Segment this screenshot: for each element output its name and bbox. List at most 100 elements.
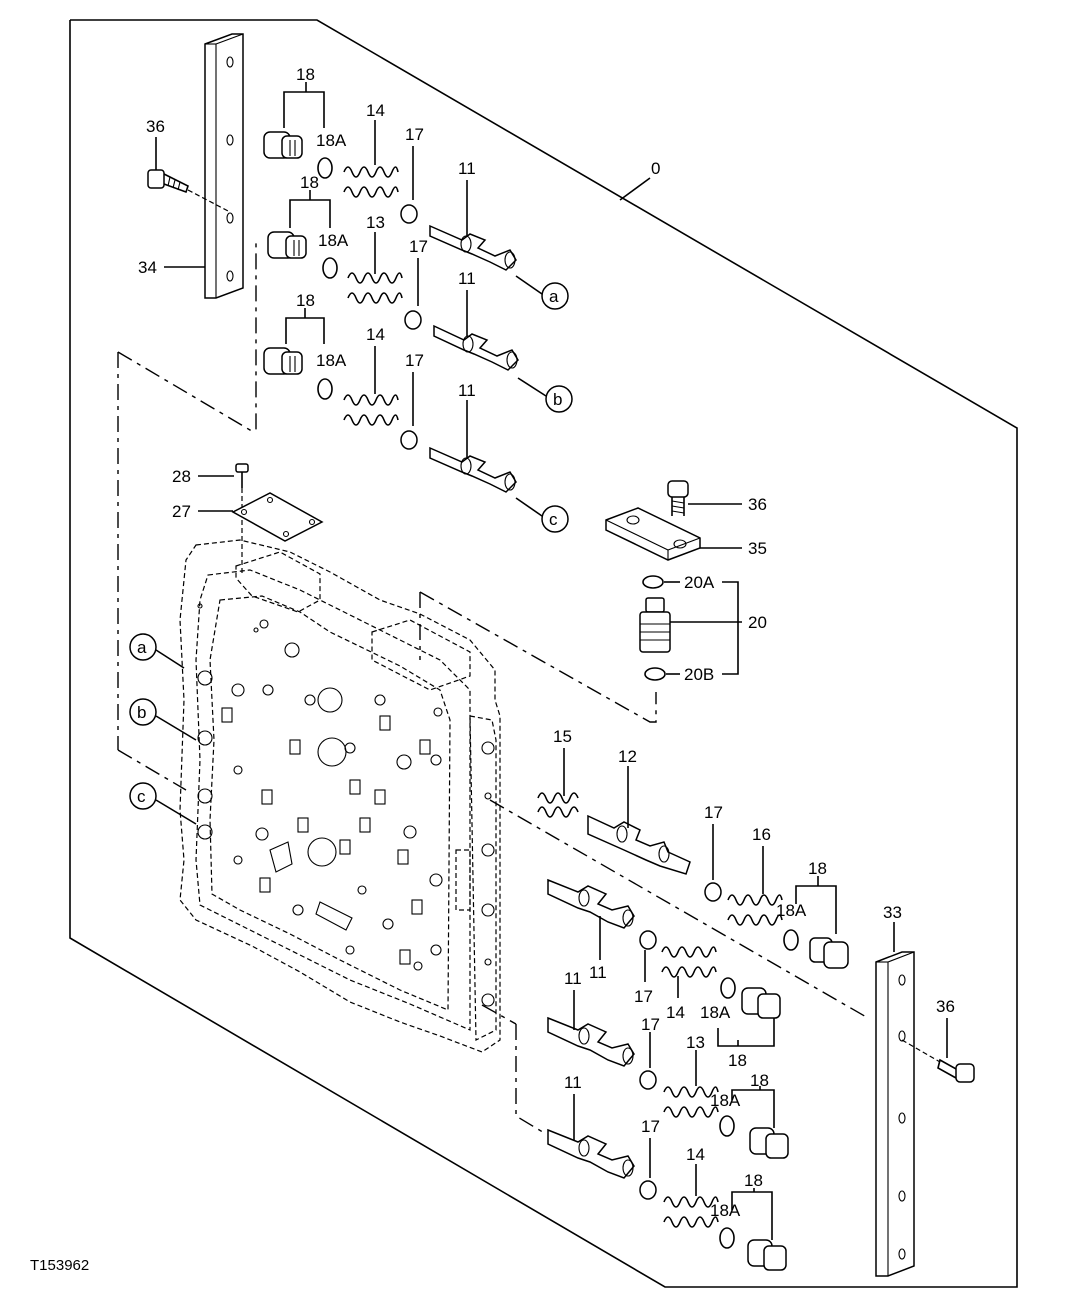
ring-17-d <box>704 882 722 902</box>
label-13-f: 13 <box>686 1033 705 1052</box>
callout-a-top <box>541 282 569 310</box>
spring-15 <box>537 792 579 818</box>
spool-11-g <box>547 1128 635 1179</box>
spool-11-f <box>547 1016 635 1067</box>
label-18-a: 18 <box>296 65 315 84</box>
spool-11-e <box>547 878 635 929</box>
label-11-c: 11 <box>458 381 476 400</box>
callout-c-left-label: c <box>137 787 146 806</box>
callout-c-top <box>541 505 569 533</box>
label-18-f: 18 <box>750 1071 769 1090</box>
label-20: 20 <box>748 613 767 632</box>
label-17-c: 17 <box>405 351 424 370</box>
control-valve-body <box>179 539 501 1053</box>
label-11-e2: 11 <box>589 963 607 982</box>
callout-b-left: b <box>129 698 197 741</box>
oring-18A-g <box>719 1227 735 1249</box>
label-36-bot: 36 <box>936 997 955 1016</box>
label-28: 28 <box>172 467 191 486</box>
label-14-g: 14 <box>686 1145 705 1164</box>
label-18-b: 18 <box>300 173 319 192</box>
plug-18-f <box>749 1127 789 1159</box>
label-18A-g: 18A <box>710 1201 741 1220</box>
oring-20B <box>644 667 666 681</box>
label-34: 34 <box>138 258 157 277</box>
label-33: 33 <box>883 903 902 922</box>
label-11-b: 11 <box>458 269 476 288</box>
plug-18-a <box>263 131 303 159</box>
callout-b-left-label: b <box>137 703 146 722</box>
spring-16 <box>727 894 783 926</box>
label-18A-c: 18A <box>316 351 347 370</box>
oring-18A-b <box>322 257 338 279</box>
spring-14-a <box>343 166 399 198</box>
cover-plate-34 <box>204 33 244 299</box>
callout-b-top <box>545 385 573 413</box>
oring-18A-e <box>720 977 736 999</box>
label-0: 0 <box>651 159 660 178</box>
label-18A-a: 18A <box>316 131 347 150</box>
label-18A-b: 18A <box>318 231 349 250</box>
label-20B: 20B <box>684 665 714 684</box>
oring-18A-d <box>783 929 799 951</box>
label-27: 27 <box>172 502 191 521</box>
spring-14-e <box>661 946 717 978</box>
label-17-d: 17 <box>704 803 723 822</box>
callout-c-top-label: c <box>549 510 558 529</box>
label-14-e: 14 <box>666 1003 685 1022</box>
label-36-top: 36 <box>146 117 165 136</box>
oring-18A-a <box>317 157 333 179</box>
cover-27 <box>231 492 324 542</box>
ring-17-c <box>400 430 418 450</box>
callout-0: 0 <box>619 159 660 201</box>
label-18-d: 18 <box>808 859 827 878</box>
ring-17-e <box>639 930 657 950</box>
label-14-c: 14 <box>366 325 385 344</box>
label-18-e: 18 <box>728 1051 747 1070</box>
plug-18-b <box>267 231 307 259</box>
spool-12 <box>587 814 691 875</box>
plug-18-g <box>747 1239 787 1271</box>
spring-14-c <box>343 394 399 426</box>
oring-18A-c <box>317 378 333 400</box>
spool-11-b <box>433 324 519 371</box>
spring-13-f <box>663 1086 719 1118</box>
callout-a-top-label: a <box>549 287 559 306</box>
plug-18-c <box>263 347 303 375</box>
label-17-b: 17 <box>409 237 428 256</box>
spring-14-g <box>663 1196 719 1228</box>
spool-11-a <box>429 224 517 271</box>
ring-17-b <box>404 310 422 330</box>
label-17-g: 17 <box>641 1117 660 1136</box>
screw-28 <box>235 463 249 488</box>
spring-13-b <box>347 272 403 304</box>
cap-screw-36-mid <box>667 480 689 516</box>
label-18-c: 18 <box>296 291 315 310</box>
label-15: 15 <box>553 727 572 746</box>
oring-20A <box>642 575 664 589</box>
label-11-a: 11 <box>458 159 476 178</box>
ring-17-a <box>400 204 418 224</box>
label-18A-f: 18A <box>710 1091 741 1110</box>
label-13-b: 13 <box>366 213 385 232</box>
label-20A: 20A <box>684 573 715 592</box>
plug-18-d <box>809 937 849 969</box>
cap-screw-36-bot <box>937 1058 975 1083</box>
figure-id: T153962 <box>30 1257 89 1274</box>
cap-screw-36-top <box>147 169 189 194</box>
assembly-frame <box>69 19 1018 1288</box>
label-16: 16 <box>752 825 771 844</box>
oring-18A-f <box>719 1115 735 1137</box>
spool-11-c <box>429 446 517 493</box>
label-18-g: 18 <box>744 1171 763 1190</box>
label-11-e1: 11 <box>564 969 582 988</box>
callout-b-top-label: b <box>553 390 562 409</box>
label-14-a: 14 <box>366 101 385 120</box>
callout-a-left: a <box>129 633 185 669</box>
callout-c-left: c <box>129 782 197 825</box>
label-18A-d: 18A <box>776 901 807 920</box>
label-35: 35 <box>748 539 767 558</box>
valve-20 <box>639 597 671 653</box>
ring-17-g <box>639 1180 657 1200</box>
